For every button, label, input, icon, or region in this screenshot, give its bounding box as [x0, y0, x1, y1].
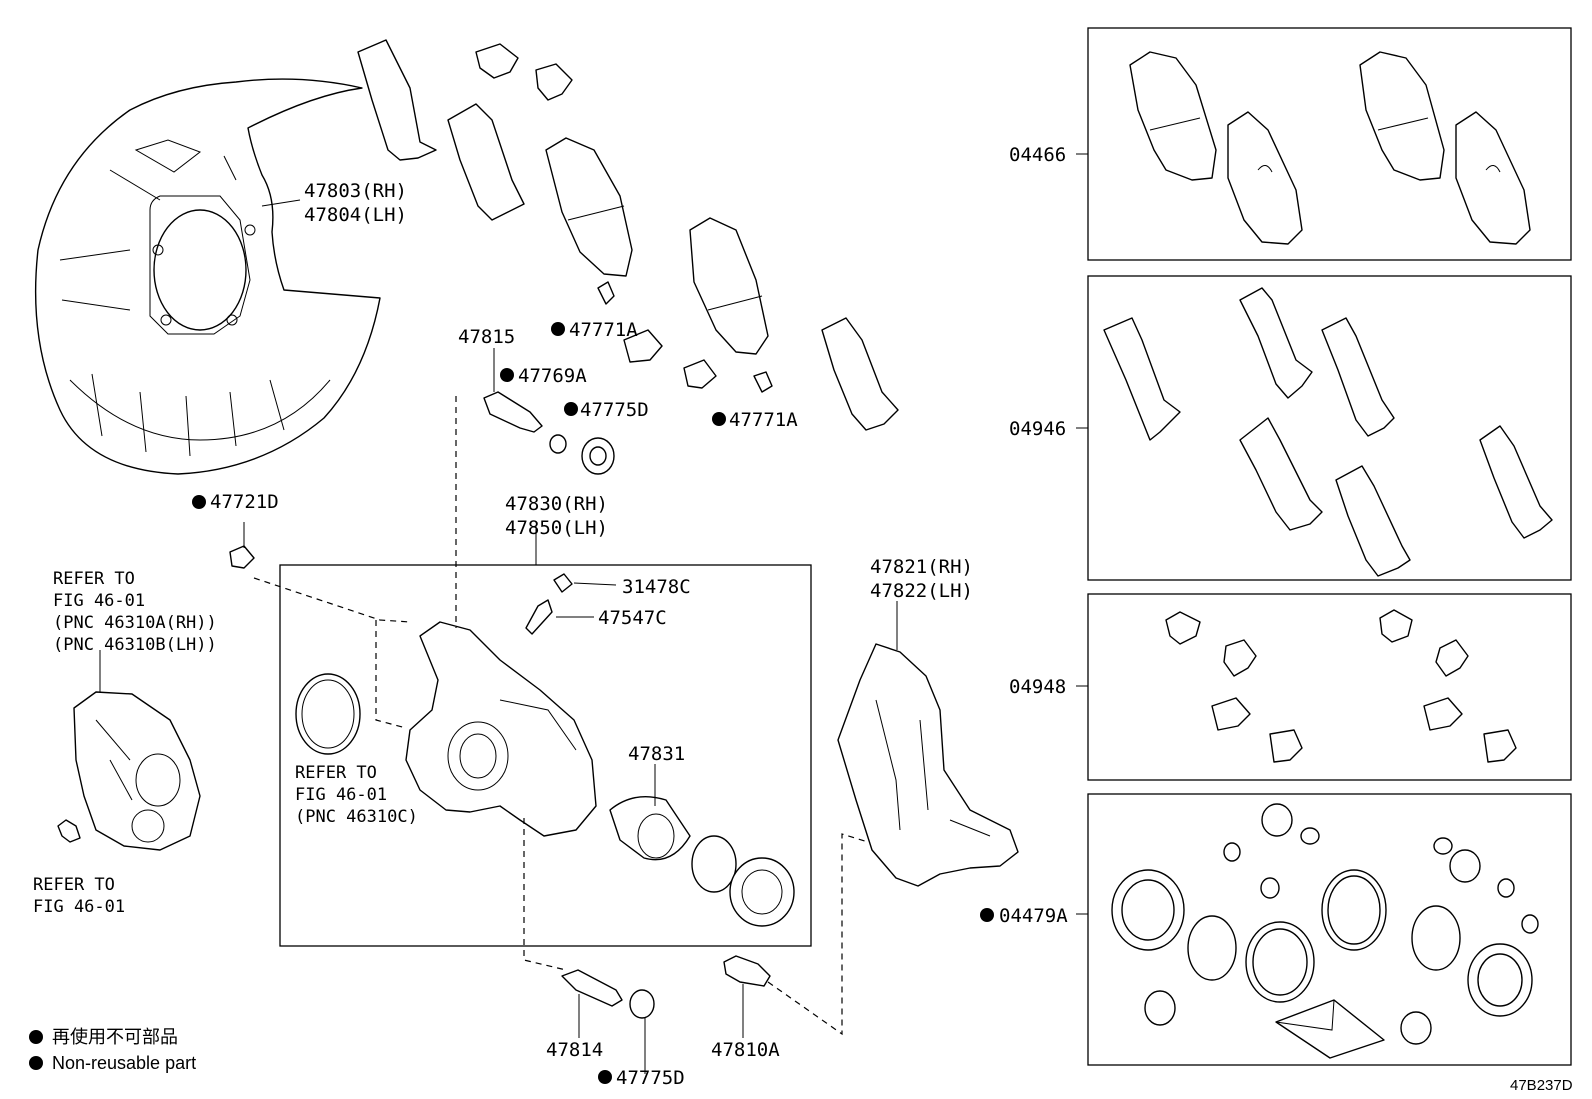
legend-bullet-jp [29, 1030, 43, 1044]
reference-notes: REFER TO FIG 46-01 (PNC 46310A(RH)) (PNC… [33, 569, 418, 917]
dust-shield [34, 78, 381, 475]
bullet-47769a [500, 368, 514, 382]
label-04479a: 04479A [999, 905, 1068, 927]
label-47830: 47830(RH) [505, 493, 608, 515]
bullet-47721d [192, 495, 206, 509]
dashed-guides [253, 396, 869, 1036]
legend-bullet-en [29, 1056, 43, 1070]
label-47775d-top: 47775D [580, 399, 649, 421]
kit-box-04466 [1087, 27, 1572, 261]
label-47803: 47803(RH) [304, 180, 407, 202]
label-47775d-bot: 47775D [616, 1067, 685, 1089]
label-47814: 47814 [546, 1039, 603, 1061]
caliper-ref-line-2: FIG 46-01 [53, 591, 145, 611]
kit-04466-pads [1129, 51, 1531, 245]
label-47810a: 47810A [711, 1039, 780, 1061]
leader-lines [99, 153, 1088, 1074]
label-04948: 04948 [1009, 676, 1066, 698]
bolt-ref-line-1: REFER TO [33, 875, 115, 895]
label-47831: 47831 [628, 743, 685, 765]
diagram-code: 47B237D [1510, 1077, 1573, 1094]
label-47815: 47815 [458, 326, 515, 348]
label-31478c: 31478C [622, 576, 691, 598]
kit-box-04948 [1087, 593, 1572, 781]
label-04466: 04466 [1009, 144, 1066, 166]
label-47850: 47850(LH) [505, 517, 608, 539]
bullet-47775d-bot [598, 1070, 612, 1084]
kit-boxes [1087, 27, 1572, 1066]
caliper-assembly-box [279, 564, 812, 947]
caliper-ref-line-1: REFER TO [53, 569, 135, 589]
legend-text-en: Non-reusable part [52, 1053, 196, 1073]
kit-04948-clips [1165, 609, 1517, 763]
label-47771a-top: 47771A [569, 319, 638, 341]
kit-04479a-seals [1111, 803, 1539, 1059]
seal-ref-line-1: REFER TO [295, 763, 377, 783]
label-47821: 47821(RH) [870, 556, 973, 578]
seal-ref-line-2: FIG 46-01 [295, 785, 387, 805]
label-47721d: 47721D [210, 491, 279, 513]
kit-04946-shims [1103, 287, 1553, 577]
bullet-47771a-mid [712, 412, 726, 426]
bullet-47771a-top [551, 322, 565, 336]
seal-ref-line-3: (PNC 46310C) [295, 807, 418, 827]
label-47804: 47804(LH) [304, 204, 407, 226]
caliper-ref-line-4: (PNC 46310B(LH)) [53, 635, 217, 655]
caliper-assembly [295, 621, 795, 927]
hardware-parts [57, 281, 773, 1019]
label-47547c: 47547C [598, 607, 667, 629]
label-04946: 04946 [1009, 418, 1066, 440]
kit-box-04479a [1087, 793, 1572, 1066]
label-47771a-mid: 47771A [729, 409, 798, 431]
legend: 再使用不可部品 Non-reusable part [52, 1027, 196, 1073]
brake-caliper-left [73, 691, 201, 851]
label-47769a: 47769A [518, 365, 587, 387]
bolt-ref-line-2: FIG 46-01 [33, 897, 125, 917]
label-47822: 47822(LH) [870, 580, 973, 602]
bullet-04479a [980, 908, 994, 922]
caliper-ref-line-3: (PNC 46310A(RH)) [53, 613, 217, 633]
part-labels: 47803(RH) 47804(LH) 47815 47769A 47775D … [210, 144, 1068, 1089]
non-reusable-bullets [29, 322, 994, 1084]
legend-text-jp: 再使用不可部品 [52, 1027, 178, 1047]
caliper-bracket [837, 643, 1019, 887]
top-pads-and-shims [357, 39, 899, 431]
bullet-47775d-top [564, 402, 578, 416]
